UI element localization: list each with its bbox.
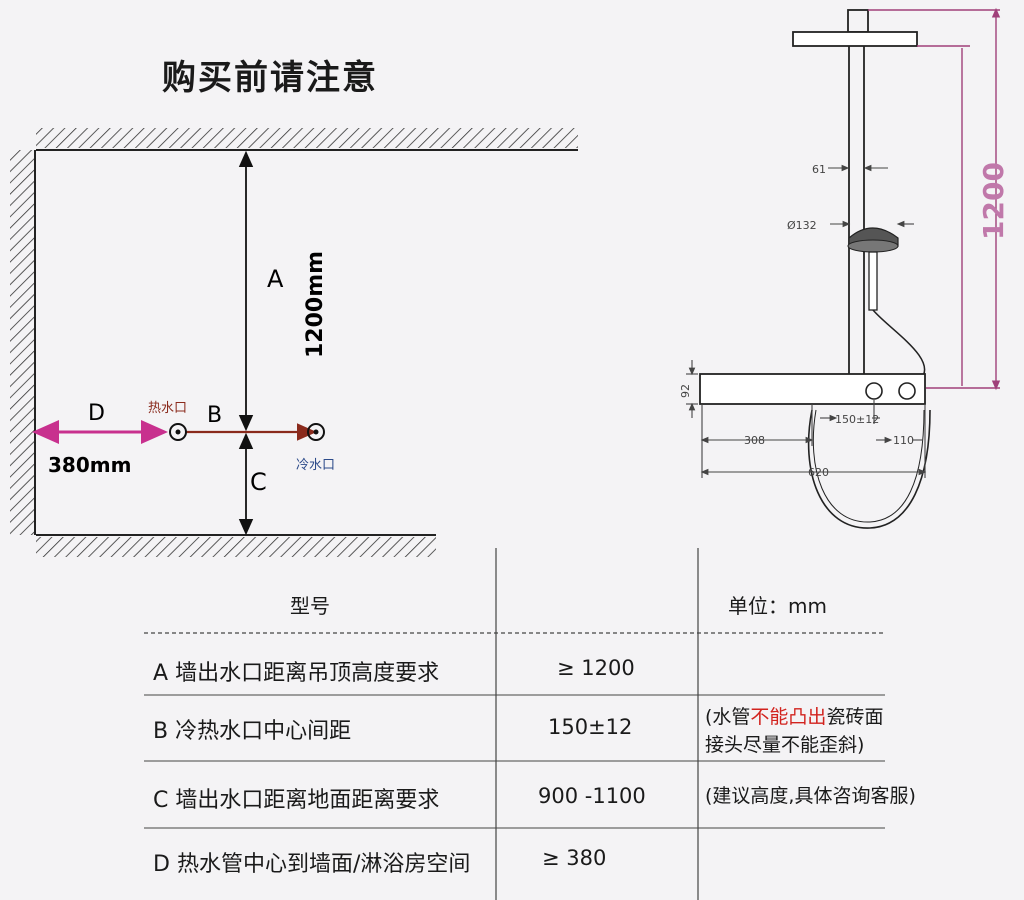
label-d: D [88, 401, 105, 426]
cold-inlet-label: 冷水口 [296, 458, 335, 473]
dim-61-text: 61 [812, 163, 826, 176]
cold-inlet-icon [307, 423, 325, 441]
row-a-letter: A [153, 661, 169, 686]
row-c-letter: C [153, 788, 169, 813]
row-a-value: ≥ 1200 [557, 656, 635, 680]
shower-column [792, 9, 918, 374]
label-b: B [207, 403, 222, 428]
row-b-note: (水管不能凸出瓷砖面 接头尽量不能歪斜) [705, 703, 883, 759]
dim-92-line [686, 360, 698, 418]
dim-92-text: 92 [679, 384, 692, 398]
hot-inlet-icon [169, 423, 187, 441]
label-c: C [250, 468, 267, 496]
row-b-value: 150±12 [548, 715, 633, 739]
row-c-note: (建议高度,具体咨询客服) [705, 785, 916, 807]
label-a: A [267, 265, 284, 293]
ceiling-hatch [36, 128, 578, 151]
hand-shower-icon [847, 227, 899, 311]
row-b-letter: B [153, 719, 169, 744]
row-c-text: 墙出水口距离地面距离要求 [175, 788, 440, 813]
wall-hatch [10, 150, 36, 535]
mixer-body [699, 373, 926, 405]
header-unit: 单位：mm [728, 594, 827, 618]
row-c-value: 900 -1100 [538, 784, 646, 808]
row-d-text: 热水管中心到墙面/淋浴房空间 [176, 852, 471, 877]
dim-150-line [820, 400, 880, 424]
dim-150-text: 150±12 [835, 413, 879, 426]
spec-table-grid [144, 548, 885, 900]
dim-1200-line [868, 7, 1001, 391]
row-b-label: B 冷热水口中心间距 [153, 713, 351, 745]
floor-hatch [36, 534, 436, 557]
dim-a-text: 1200mm [303, 251, 328, 358]
row-b-note-line2: 接头尽量不能歪斜) [705, 734, 865, 756]
dim-132-text: Ø132 [787, 219, 817, 232]
dim-308-line [700, 404, 814, 478]
page-title: 购买前请注意 [162, 58, 378, 98]
row-b-text: 冷热水口中心间距 [175, 719, 352, 744]
hose [872, 309, 926, 381]
dim-110-text: 110 [893, 434, 914, 447]
hose-loop-inner [812, 409, 925, 523]
row-a-label: A 墙出水口距离吊顶高度要求 [153, 655, 439, 687]
dim-308-text: 308 [744, 434, 765, 447]
row-b-note-red: 不能凸出 [750, 706, 827, 728]
hot-inlet-label: 热水口 [148, 401, 187, 416]
row-d-value: ≥ 380 [542, 846, 607, 870]
row-a-text: 墙出水口距离吊顶高度要求 [175, 661, 440, 686]
dim-d-text: 380mm [48, 453, 131, 477]
row-d-letter: D [153, 852, 170, 877]
header-model: 型号 [290, 594, 330, 618]
row-d-label: D 热水管中心到墙面/淋浴房空间 [153, 846, 470, 878]
dim-1200-text: 1200 [977, 162, 1010, 240]
installation-diagram: A 1200mm B C D 380mm 热水口 冷水口 1200 [10, 7, 1010, 557]
row-c-label: C 墙出水口距离地面距离要求 [153, 782, 439, 814]
dim-110-line [876, 404, 926, 478]
row-b-note-suffix: 瓷砖面 [826, 706, 884, 728]
mixer-knob-right-icon [898, 382, 916, 400]
row-b-note-prefix: (水管 [705, 706, 751, 728]
dim-620-text: 620 [808, 466, 829, 479]
mixer-knob-left-icon [865, 382, 883, 400]
